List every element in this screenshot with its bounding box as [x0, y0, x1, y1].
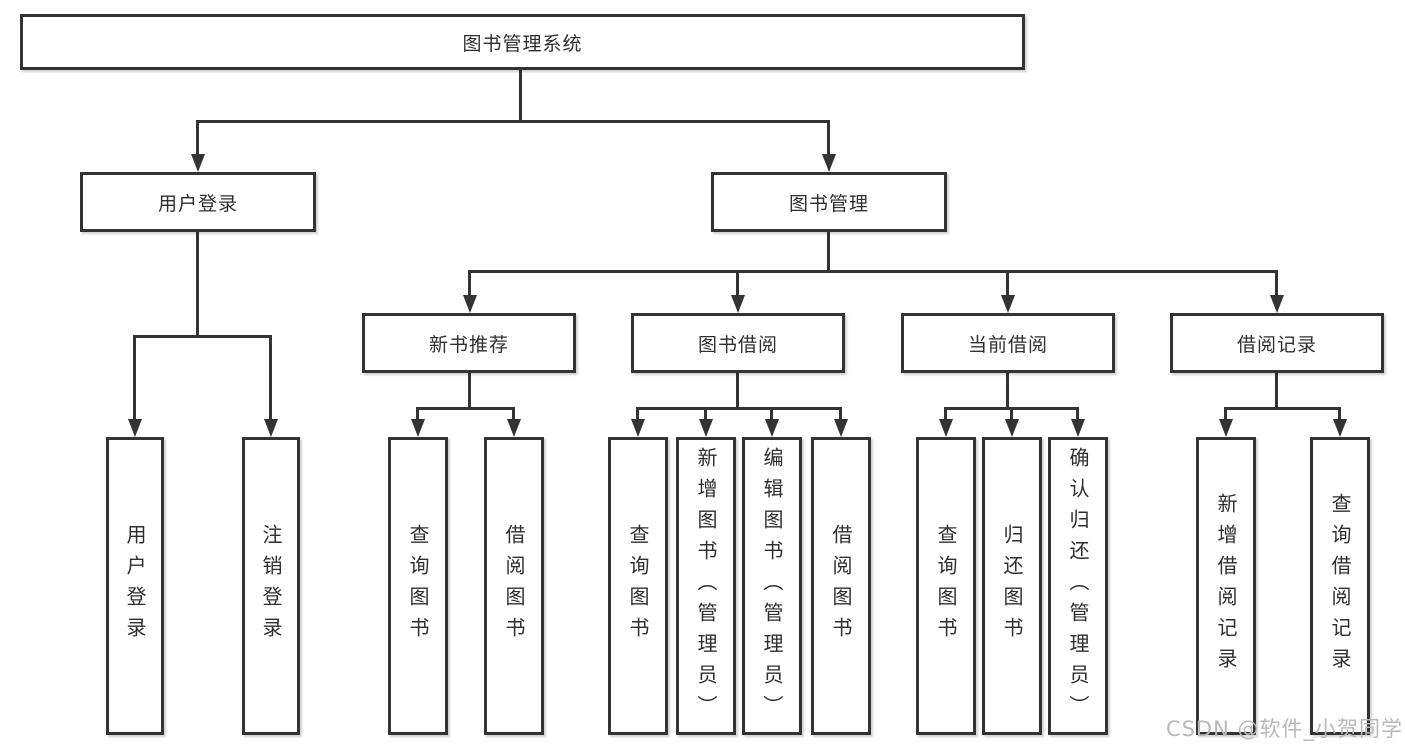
- csdn-watermark: CSDN @软件_小贺同学: [1165, 717, 1403, 741]
- node-book-borrow: 图书借阅: [631, 313, 845, 373]
- connector-vline: [468, 373, 471, 407]
- connector-vline: [1006, 270, 1009, 297]
- connector-vline: [1010, 407, 1013, 421]
- connector-vline: [512, 407, 515, 421]
- leaf-current-query-books-label: 查询图书: [934, 524, 958, 648]
- arrow-down-icon: [264, 419, 278, 437]
- leaf-current-return-books-label: 归还图书: [1000, 524, 1024, 648]
- node-book-management-label: 图书管理: [788, 192, 869, 215]
- leaf-borrow-add-books-admin-label: 新增图书（管理员）: [694, 446, 718, 726]
- arrow-down-icon: [463, 295, 477, 313]
- node-current-borrow-label: 当前借阅: [967, 333, 1048, 356]
- connector-vline: [770, 407, 773, 421]
- connector-vline: [1275, 270, 1278, 297]
- arrow-down-icon: [507, 419, 521, 437]
- connector-vline: [1275, 373, 1278, 407]
- arrow-down-icon: [1219, 419, 1233, 437]
- leaf-records-query-record-label: 查询借阅记录: [1328, 493, 1352, 679]
- arrow-down-icon: [191, 154, 205, 172]
- connector-hline: [1224, 407, 1341, 410]
- connector-vline: [468, 270, 471, 297]
- connector-vline: [1076, 407, 1079, 421]
- node-user-login-label: 用户登录: [157, 192, 238, 215]
- leaf-newbook-borrow-books-label: 借阅图书: [502, 524, 526, 648]
- arrow-down-icon: [822, 154, 836, 172]
- connector-vline: [736, 270, 739, 297]
- connector-vline: [196, 232, 199, 335]
- node-root-label: 图书管理系统: [462, 32, 583, 55]
- leaf-borrow-query-books-label: 查询图书: [626, 524, 650, 648]
- connector-vline: [1338, 407, 1341, 421]
- connector-vline: [736, 373, 739, 407]
- connector-hline: [133, 335, 272, 338]
- node-book-management: 图书管理: [711, 172, 947, 232]
- arrow-down-icon: [699, 419, 713, 437]
- leaf-borrow-add-books-admin: 新增图书（管理员）: [676, 437, 736, 735]
- connector-vline: [636, 407, 639, 421]
- leaf-current-confirm-return-admin-label: 确认归还（管理员）: [1066, 446, 1090, 726]
- connector-hline: [196, 120, 830, 123]
- leaf-user-login-label: 用户登录: [123, 524, 147, 648]
- connector-vline: [827, 120, 830, 156]
- leaf-borrow-borrow-books: 借阅图书: [811, 437, 871, 735]
- connector-vline: [1006, 373, 1009, 407]
- arrow-down-icon: [128, 419, 142, 437]
- node-book-borrow-label: 图书借阅: [697, 333, 778, 356]
- leaf-borrow-borrow-books-label: 借阅图书: [829, 524, 853, 648]
- connector-hline: [468, 270, 1278, 273]
- leaf-logout-label: 注销登录: [259, 524, 283, 648]
- node-borrow-records: 借阅记录: [1170, 313, 1384, 373]
- leaf-user-login: 用户登录: [106, 437, 164, 735]
- connector-hline: [636, 407, 842, 410]
- arrow-down-icon: [1005, 419, 1019, 437]
- node-new-book-recommend: 新书推荐: [362, 313, 576, 373]
- arrow-down-icon: [411, 419, 425, 437]
- connector-vline: [519, 68, 522, 120]
- connector-vline: [839, 407, 842, 421]
- connector-vline: [704, 407, 707, 421]
- connector-vline: [827, 232, 830, 270]
- arrow-down-icon: [1333, 419, 1347, 437]
- node-current-borrow: 当前借阅: [901, 313, 1115, 373]
- leaf-current-return-books: 归还图书: [982, 437, 1042, 735]
- leaf-current-confirm-return-admin: 确认归还（管理员）: [1048, 437, 1108, 735]
- leaf-borrow-query-books: 查询图书: [608, 437, 668, 735]
- leaf-logout: 注销登录: [242, 437, 300, 735]
- arrow-down-icon: [1071, 419, 1085, 437]
- arrow-down-icon: [765, 419, 779, 437]
- leaf-newbook-query-books: 查询图书: [388, 437, 448, 735]
- connector-vline: [416, 407, 419, 421]
- arrow-down-icon: [1001, 295, 1015, 313]
- node-root: 图书管理系统: [20, 14, 1025, 70]
- connector-hline: [944, 407, 1079, 410]
- leaf-borrow-edit-books-admin: 编辑图书（管理员）: [742, 437, 802, 735]
- connector-hline: [416, 407, 515, 410]
- arrow-down-icon: [834, 419, 848, 437]
- node-borrow-records-label: 借阅记录: [1236, 333, 1317, 356]
- leaf-records-query-record: 查询借阅记录: [1310, 437, 1370, 735]
- connector-vline: [196, 120, 199, 156]
- leaf-newbook-query-books-label: 查询图书: [406, 524, 430, 648]
- arrow-down-icon: [939, 419, 953, 437]
- leaf-borrow-edit-books-admin-label: 编辑图书（管理员）: [760, 446, 784, 726]
- arrow-down-icon: [731, 295, 745, 313]
- leaf-records-add-record-label: 新增借阅记录: [1214, 493, 1238, 679]
- arrow-down-icon: [1270, 295, 1284, 313]
- node-user-login: 用户登录: [80, 172, 316, 232]
- connector-vline: [269, 335, 272, 421]
- leaf-records-add-record: 新增借阅记录: [1196, 437, 1256, 735]
- arrow-down-icon: [631, 419, 645, 437]
- connector-vline: [1224, 407, 1227, 421]
- leaf-current-query-books: 查询图书: [916, 437, 976, 735]
- leaf-newbook-borrow-books: 借阅图书: [484, 437, 544, 735]
- connector-vline: [133, 335, 136, 421]
- connector-vline: [944, 407, 947, 421]
- node-new-book-recommend-label: 新书推荐: [428, 333, 509, 356]
